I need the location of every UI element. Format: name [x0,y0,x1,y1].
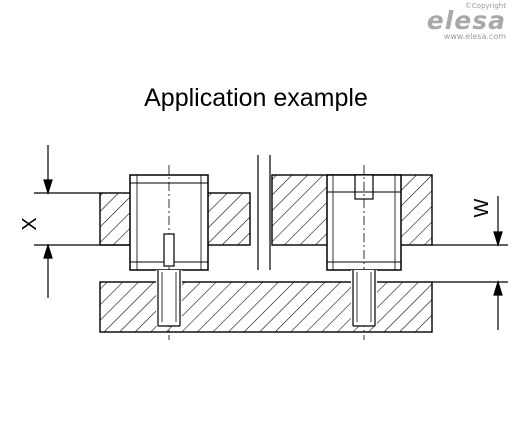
elesa-logo: elesa [426,6,506,35]
right-screw [351,270,377,327]
diagram-title: Application example [144,84,368,112]
base-plate [99,281,433,333]
x-dimension [34,145,130,298]
w-dimension-label: W [471,198,493,217]
copyright-text: ©Copyright [464,2,506,10]
w-dimension [432,196,508,330]
break-lines [257,155,271,270]
x-dimension-label: X [19,217,41,230]
left-screw [156,270,182,327]
elesa-brand: ©Copyright elesa www.elesa.com [427,2,506,41]
left-bushing [129,165,209,340]
brand-url: www.elesa.com [443,32,506,41]
right-bushing [326,165,402,340]
